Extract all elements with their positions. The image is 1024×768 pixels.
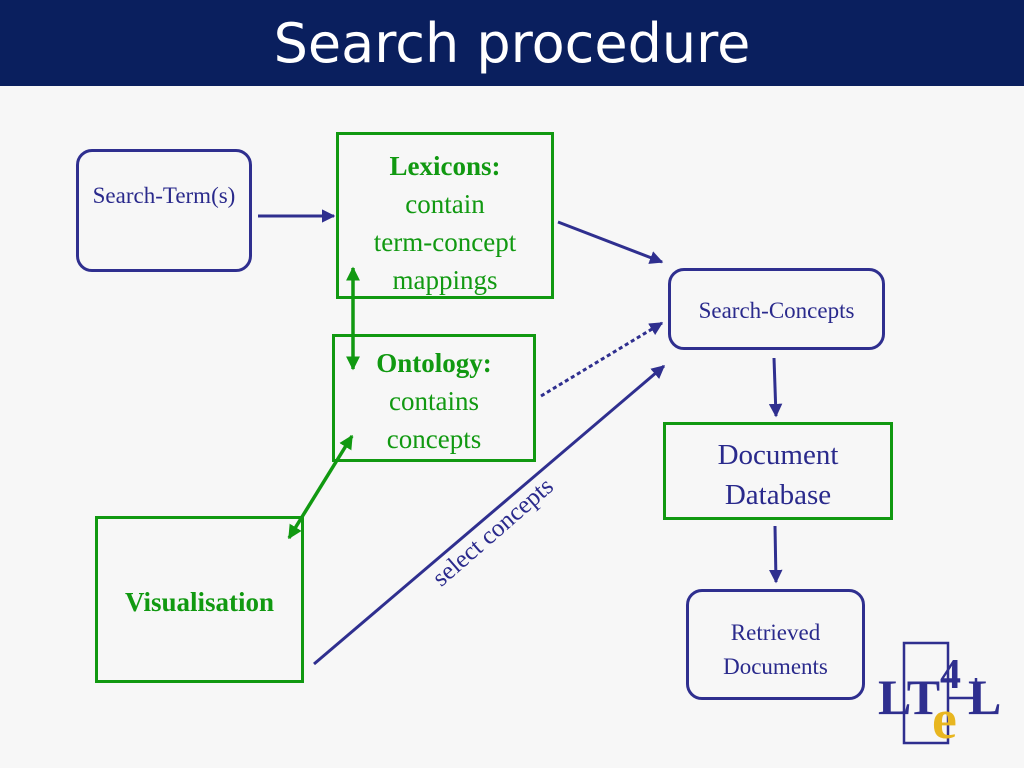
- lexicons-line-2: term-concept: [373, 227, 517, 257]
- select-concepts-label: select concepts: [427, 473, 558, 592]
- lexicons-box: Lexicons: contain term-concept mappings: [336, 132, 554, 299]
- logo-text-lt: LT: [878, 669, 940, 725]
- logo-text-4: 4: [940, 652, 961, 698]
- lt4el-logo: LT 4 e L: [878, 641, 1001, 748]
- search-concepts-label: Search-Concepts: [698, 298, 855, 323]
- arrow-visualisation-to-search-concepts: [313, 364, 666, 666]
- retrieved-documents-line-2: Documents: [723, 654, 828, 679]
- retrieved-documents-line-1: Retrieved: [730, 620, 821, 645]
- visualisation-box: Visualisation: [95, 516, 304, 683]
- ontology-line-2: concepts: [386, 424, 482, 454]
- document-database-line-1: Document: [717, 439, 839, 471]
- ontology-line-1: contains: [389, 386, 479, 416]
- arrow-search-concepts-to-document-database: [768, 357, 783, 418]
- search-terms-label: Search-Term(s): [92, 183, 236, 208]
- ontology-box: Ontology: contains concepts: [332, 334, 536, 462]
- logo-text-l: L: [968, 669, 1001, 725]
- slide-title: Search procedure: [273, 12, 751, 75]
- arrow-ontology-visualisation: [287, 434, 354, 540]
- arrow-ontology-to-search-concepts: [540, 321, 664, 398]
- retrieved-documents-box: Retrieved Documents: [686, 589, 865, 700]
- lexicons-heading: Lexicons:: [389, 151, 501, 181]
- document-database-line-2: Database: [724, 479, 832, 511]
- visualisation-label: Visualisation: [124, 587, 275, 617]
- ontology-heading: Ontology:: [376, 348, 492, 378]
- lexicons-line-3: mappings: [392, 265, 498, 295]
- title-bar: [0, 0, 1024, 86]
- search-concepts-box: Search-Concepts: [668, 268, 885, 350]
- lexicons-line-1: contain: [405, 189, 485, 219]
- logo-text-e: e: [932, 689, 957, 748]
- search-terms-box: Search-Term(s): [76, 149, 252, 272]
- arrow-document-database-to-retrieved-documents: [769, 525, 783, 584]
- document-database-box: Document Database: [663, 422, 893, 520]
- arrow-lexicons-to-search-concepts: [557, 220, 664, 264]
